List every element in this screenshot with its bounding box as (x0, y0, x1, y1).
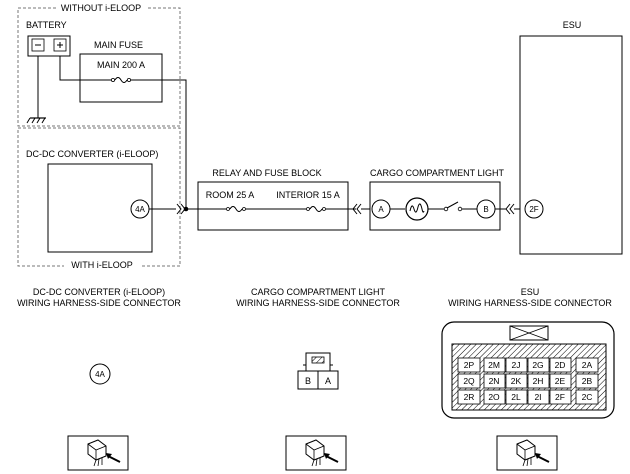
relay-block-label: RELAY AND FUSE BLOCK (212, 168, 321, 178)
esu-pin: 2E (555, 376, 566, 386)
relay-block-box (197, 181, 349, 231)
esu-pin: 2H (533, 376, 544, 386)
ground-icon (26, 117, 46, 124)
esu-pin: 2B (582, 376, 593, 386)
esu-pin: 2I (534, 392, 541, 402)
esu-pin: 2R (464, 392, 475, 402)
switch-icon (443, 201, 463, 212)
esu-pin: 2P (464, 360, 475, 370)
dcdc-terminal-label: 4A (135, 205, 145, 214)
esu-box (519, 35, 623, 255)
esu-terminal-label: 2F (529, 205, 538, 214)
main-fuse-label: MAIN FUSE (94, 40, 143, 50)
esu-connector-subtitle: WIRING HARNESS-SIDE CONNECTOR (448, 298, 612, 308)
esu-label: ESU (563, 20, 582, 30)
without-ieloop-label: WITHOUT i-ELOOP (61, 3, 141, 13)
main-fuse-rating: MAIN 200 A (97, 60, 145, 70)
esu-pin: 2J (512, 360, 521, 370)
esu-pin: 2M (488, 360, 500, 370)
esu-pin: 2Q (463, 376, 475, 386)
lamp-bulb-icon (405, 197, 429, 221)
room-fuse-icon (226, 206, 246, 212)
interior-fuse-label: INTERIOR 15 A (276, 190, 340, 200)
dcdc-connector-pin-label: 4A (95, 370, 105, 379)
interior-fuse-icon (306, 206, 326, 212)
connector-chevron-icon (352, 203, 362, 215)
cargo-terminal-b-label: B (483, 205, 488, 214)
dcdc-connector-title: DC-DC CONVERTER (i-ELOOP) (33, 287, 165, 297)
cargo-terminal-a-label: A (378, 205, 384, 214)
view-direction-icon (67, 435, 129, 471)
with-ieloop-label: WITH i-ELOOP (71, 260, 133, 270)
battery-label: BATTERY (26, 20, 67, 30)
cargo-pin-a: A (325, 376, 331, 386)
esu-pin: 2K (511, 376, 522, 386)
dcdc-connector-pin (89, 363, 111, 385)
main-fuse-box (79, 53, 163, 103)
room-fuse-label: ROOM 25 A (206, 190, 255, 200)
esu-pin: 2L (511, 392, 521, 402)
connector-chevron-icon (505, 203, 515, 215)
esu-connector-face (441, 321, 615, 419)
cargo-connector-subtitle: WIRING HARNESS-SIDE CONNECTOR (236, 298, 400, 308)
esu-pin: 2C (582, 392, 593, 402)
esu-terminal (524, 199, 544, 219)
esu-pin: 2O (488, 392, 500, 402)
dcdc-connector-subtitle: WIRING HARNESS-SIDE CONNECTOR (17, 298, 181, 308)
dcdc-label: DC-DC CONVERTER (i-ELOOP) (26, 149, 158, 159)
cargo-connector-face (297, 352, 339, 390)
view-direction-icon (285, 435, 347, 471)
cargo-pin-b: B (305, 376, 311, 386)
cargo-connector-title: CARGO COMPARTMENT LIGHT (251, 287, 386, 297)
esu-pin: 2G (532, 360, 543, 370)
esu-pin: 2A (582, 360, 593, 370)
esu-pin: 2N (489, 376, 500, 386)
esu-pin: 2F (555, 392, 565, 402)
fuse-icon (80, 77, 162, 83)
esu-pin: 2D (555, 360, 566, 370)
cargo-light-label: CARGO COMPARTMENT LIGHT (370, 168, 505, 178)
view-direction-icon (496, 435, 558, 471)
esu-connector-title: ESU (521, 287, 540, 297)
